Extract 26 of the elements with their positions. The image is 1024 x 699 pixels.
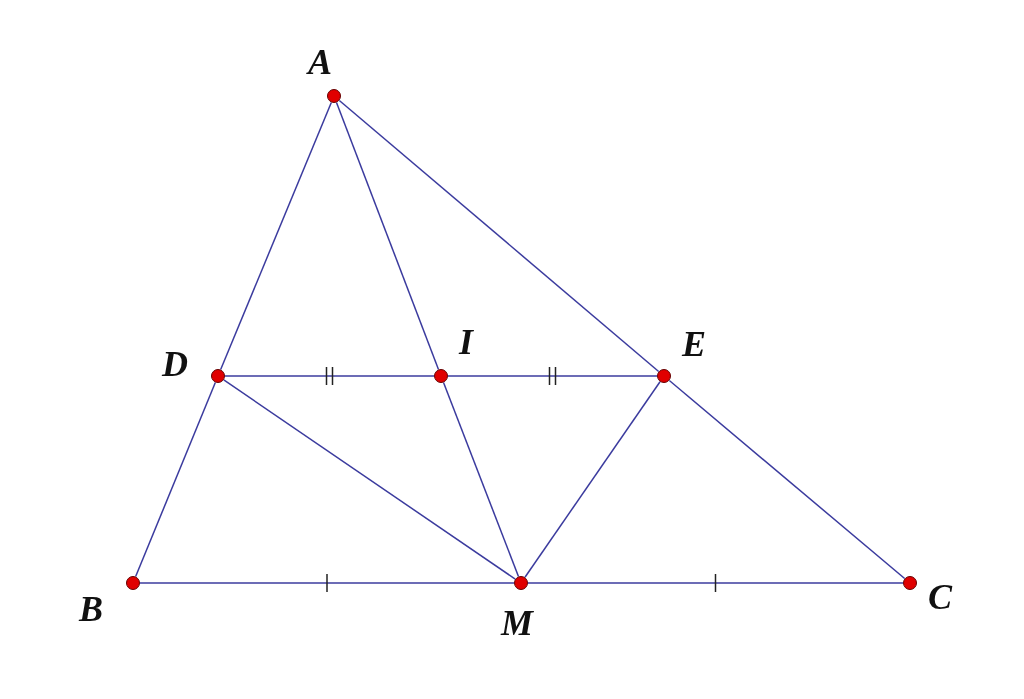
point-label: D [162, 346, 188, 382]
point-marker [514, 576, 528, 590]
point-marker [657, 369, 671, 383]
line-segment [442, 381, 520, 578]
point-marker [126, 576, 140, 590]
point-marker [434, 369, 448, 383]
point-marker [211, 369, 225, 383]
point-label: A [308, 44, 332, 80]
line-segment [223, 379, 516, 580]
point-marker [327, 89, 341, 103]
line-segment [219, 101, 333, 371]
point-marker [903, 576, 917, 590]
line-segment [139, 582, 515, 584]
line-segment [527, 582, 904, 584]
point-label: M [501, 605, 533, 641]
point-label: I [459, 324, 473, 360]
point-label: B [79, 591, 103, 627]
line-segment [668, 379, 906, 580]
line-segment [338, 99, 660, 373]
line-segment [224, 375, 435, 377]
line-segment [134, 381, 217, 578]
line-segment [524, 381, 661, 578]
point-label: C [928, 579, 952, 615]
line-segment [335, 101, 440, 371]
point-label: E [682, 326, 706, 362]
line-segment [447, 375, 658, 377]
